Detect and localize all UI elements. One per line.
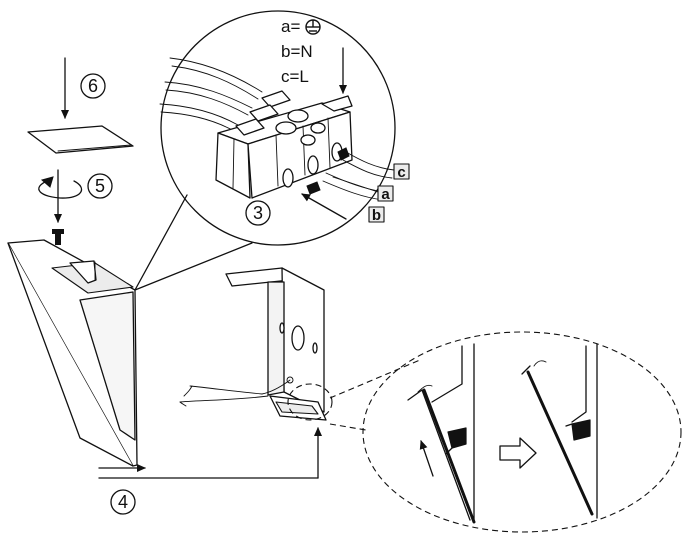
step-3-circle — [245, 200, 271, 226]
step-5-group: 5 — [38, 169, 113, 245]
svg-text:c: c — [397, 164, 405, 181]
rotate-arrow-icon — [38, 179, 83, 199]
step-4-circle — [110, 489, 136, 515]
mounting-bracket — [179, 267, 327, 421]
step-5-circle — [87, 173, 113, 199]
push-arrow-icon — [419, 440, 434, 477]
detail-before — [407, 343, 476, 524]
input-wires — [159, 57, 263, 132]
terminal-block — [215, 90, 353, 199]
detail-ellipse — [362, 331, 682, 533]
detail-view — [287, 331, 682, 533]
cover-plate — [27, 125, 134, 154]
step-5-number: 5 — [95, 176, 105, 196]
legend-live-label: c=L — [281, 67, 309, 86]
legend-neutral-label: b=N — [281, 42, 313, 61]
detail-source-ellipse — [287, 383, 333, 421]
step-6-number: 6 — [88, 76, 98, 96]
wire-tag-b: b — [368, 206, 385, 224]
step-4-group: 4 — [98, 427, 322, 515]
step-4-number: 4 — [118, 492, 128, 512]
detail-after — [521, 343, 598, 519]
step-6-circle — [80, 73, 106, 99]
magnifier-circle — [160, 10, 396, 246]
svg-text:b: b — [372, 207, 381, 224]
hollow-right-arrow-icon — [499, 437, 537, 469]
step-3-number: 3 — [253, 203, 263, 223]
earth-ground-icon — [305, 19, 321, 35]
wire-insert-arrow-icon — [301, 193, 347, 220]
wire-tag-c: c — [393, 163, 410, 181]
step-6-group: 6 — [27, 57, 134, 154]
terminal-magnifier: a= b=N c=L — [134, 10, 396, 291]
legend-earth-label: a= — [281, 17, 300, 36]
wire-tag-a: a — [377, 185, 394, 203]
screw-icon — [52, 229, 64, 245]
svg-text:a: a — [381, 186, 390, 203]
housing-cover — [7, 239, 138, 467]
